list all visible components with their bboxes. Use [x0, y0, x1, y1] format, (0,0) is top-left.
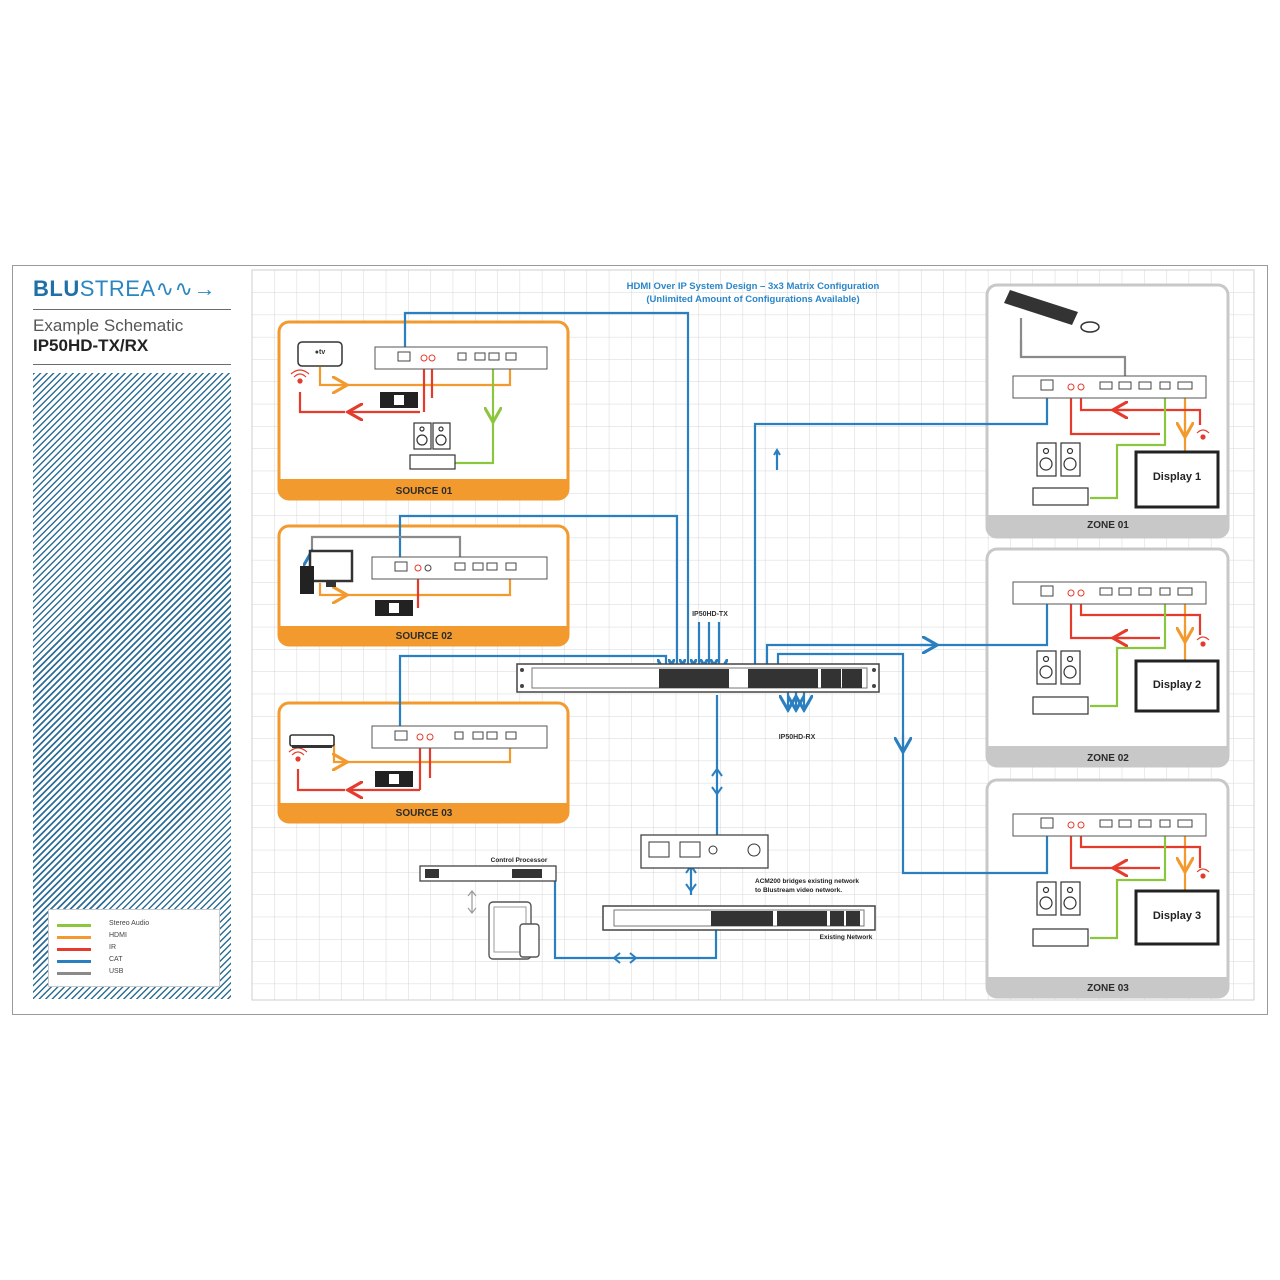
model-name: IP50HD-TX/RX	[33, 336, 149, 355]
display-1-label: Display 1	[1153, 471, 1201, 483]
subtitle: Example Schematic	[33, 316, 184, 335]
diagram-title: HDMI Over IP System Design – 3x3 Matrix …	[627, 281, 880, 292]
ir-receiver-icon	[375, 392, 418, 787]
acm-note-line2: to Blustream video network.	[755, 887, 842, 894]
legend-swatch	[57, 936, 91, 939]
legend-label: USB	[109, 968, 124, 975]
rx-label: IP50HD-RX	[779, 734, 816, 741]
apple-tv-icon: ●tv	[297, 341, 343, 367]
zone-03-label: ZONE 03	[1087, 983, 1129, 994]
acm-note-line1: ACM200 bridges existing network	[755, 878, 859, 885]
display-3-label: Display 3	[1153, 910, 1201, 922]
zone-02-wiring	[1069, 601, 1202, 708]
sidebar: BLUSTREA∿∿→ Example Schematic IP50HD-TX/…	[33, 276, 233, 365]
keyboard-icon	[1004, 290, 1100, 333]
source-02-label: SOURCE 02	[396, 631, 453, 642]
source-01-wiring	[298, 365, 512, 465]
source-01-label: SOURCE 01	[396, 486, 453, 497]
pc-monitor-icon	[300, 549, 354, 594]
existing-network-label: Existing Network	[820, 934, 873, 941]
existing-network-switch	[602, 905, 876, 931]
divider	[33, 364, 231, 365]
hatch-panel	[33, 373, 231, 999]
acm200-unit	[640, 834, 769, 869]
legend-label: CAT	[109, 956, 123, 963]
display-2-label: Display 2	[1153, 679, 1201, 691]
zone-01-wiring	[1019, 318, 1202, 500]
source-02: SOURCE 02	[277, 524, 570, 647]
legend-swatch	[57, 924, 91, 927]
bidirectional-arrows	[612, 448, 781, 964]
diagram-subtitle: (Unlimited Amount of Configurations Avai…	[646, 294, 859, 305]
speaker-icon	[413, 422, 1081, 916]
legend-swatch	[57, 972, 91, 975]
zone-01-label: ZONE 01	[1087, 520, 1129, 531]
source-03-label: SOURCE 03	[396, 808, 453, 819]
tablet-icon	[488, 901, 540, 960]
set-top-box-icon	[289, 734, 335, 748]
display-icon	[1134, 450, 1220, 946]
source-03-wiring	[296, 744, 512, 790]
network-switch	[516, 663, 880, 693]
wave-icon: ∿∿→	[155, 276, 216, 301]
legend-label: IR	[109, 944, 116, 951]
tx-label: IP50HD-TX	[692, 611, 728, 618]
unit-ports	[394, 351, 1193, 829]
legend-swatch	[57, 960, 91, 963]
control-processor	[419, 865, 557, 882]
legend-label: Stereo Audio	[109, 920, 150, 927]
legend-label: HDMI	[109, 932, 127, 939]
zone-02-label: ZONE 02	[1087, 753, 1129, 764]
brand-logo: BLUSTREA∿∿→	[33, 276, 216, 301]
ir-emitter-icon	[288, 369, 1210, 879]
legend-swatch	[57, 948, 91, 951]
zone-03-wiring	[1069, 833, 1202, 940]
amplifier-icon	[409, 454, 1089, 947]
legend: Stereo Audio HDMI IR CAT USB	[48, 909, 220, 987]
zone-03: ZONE 03	[985, 778, 1230, 999]
wireless-arrow-icon	[467, 890, 477, 914]
control-processor-label: Control Processor	[491, 857, 548, 864]
divider	[33, 309, 231, 310]
svg-text:●tv: ●tv	[315, 349, 326, 356]
